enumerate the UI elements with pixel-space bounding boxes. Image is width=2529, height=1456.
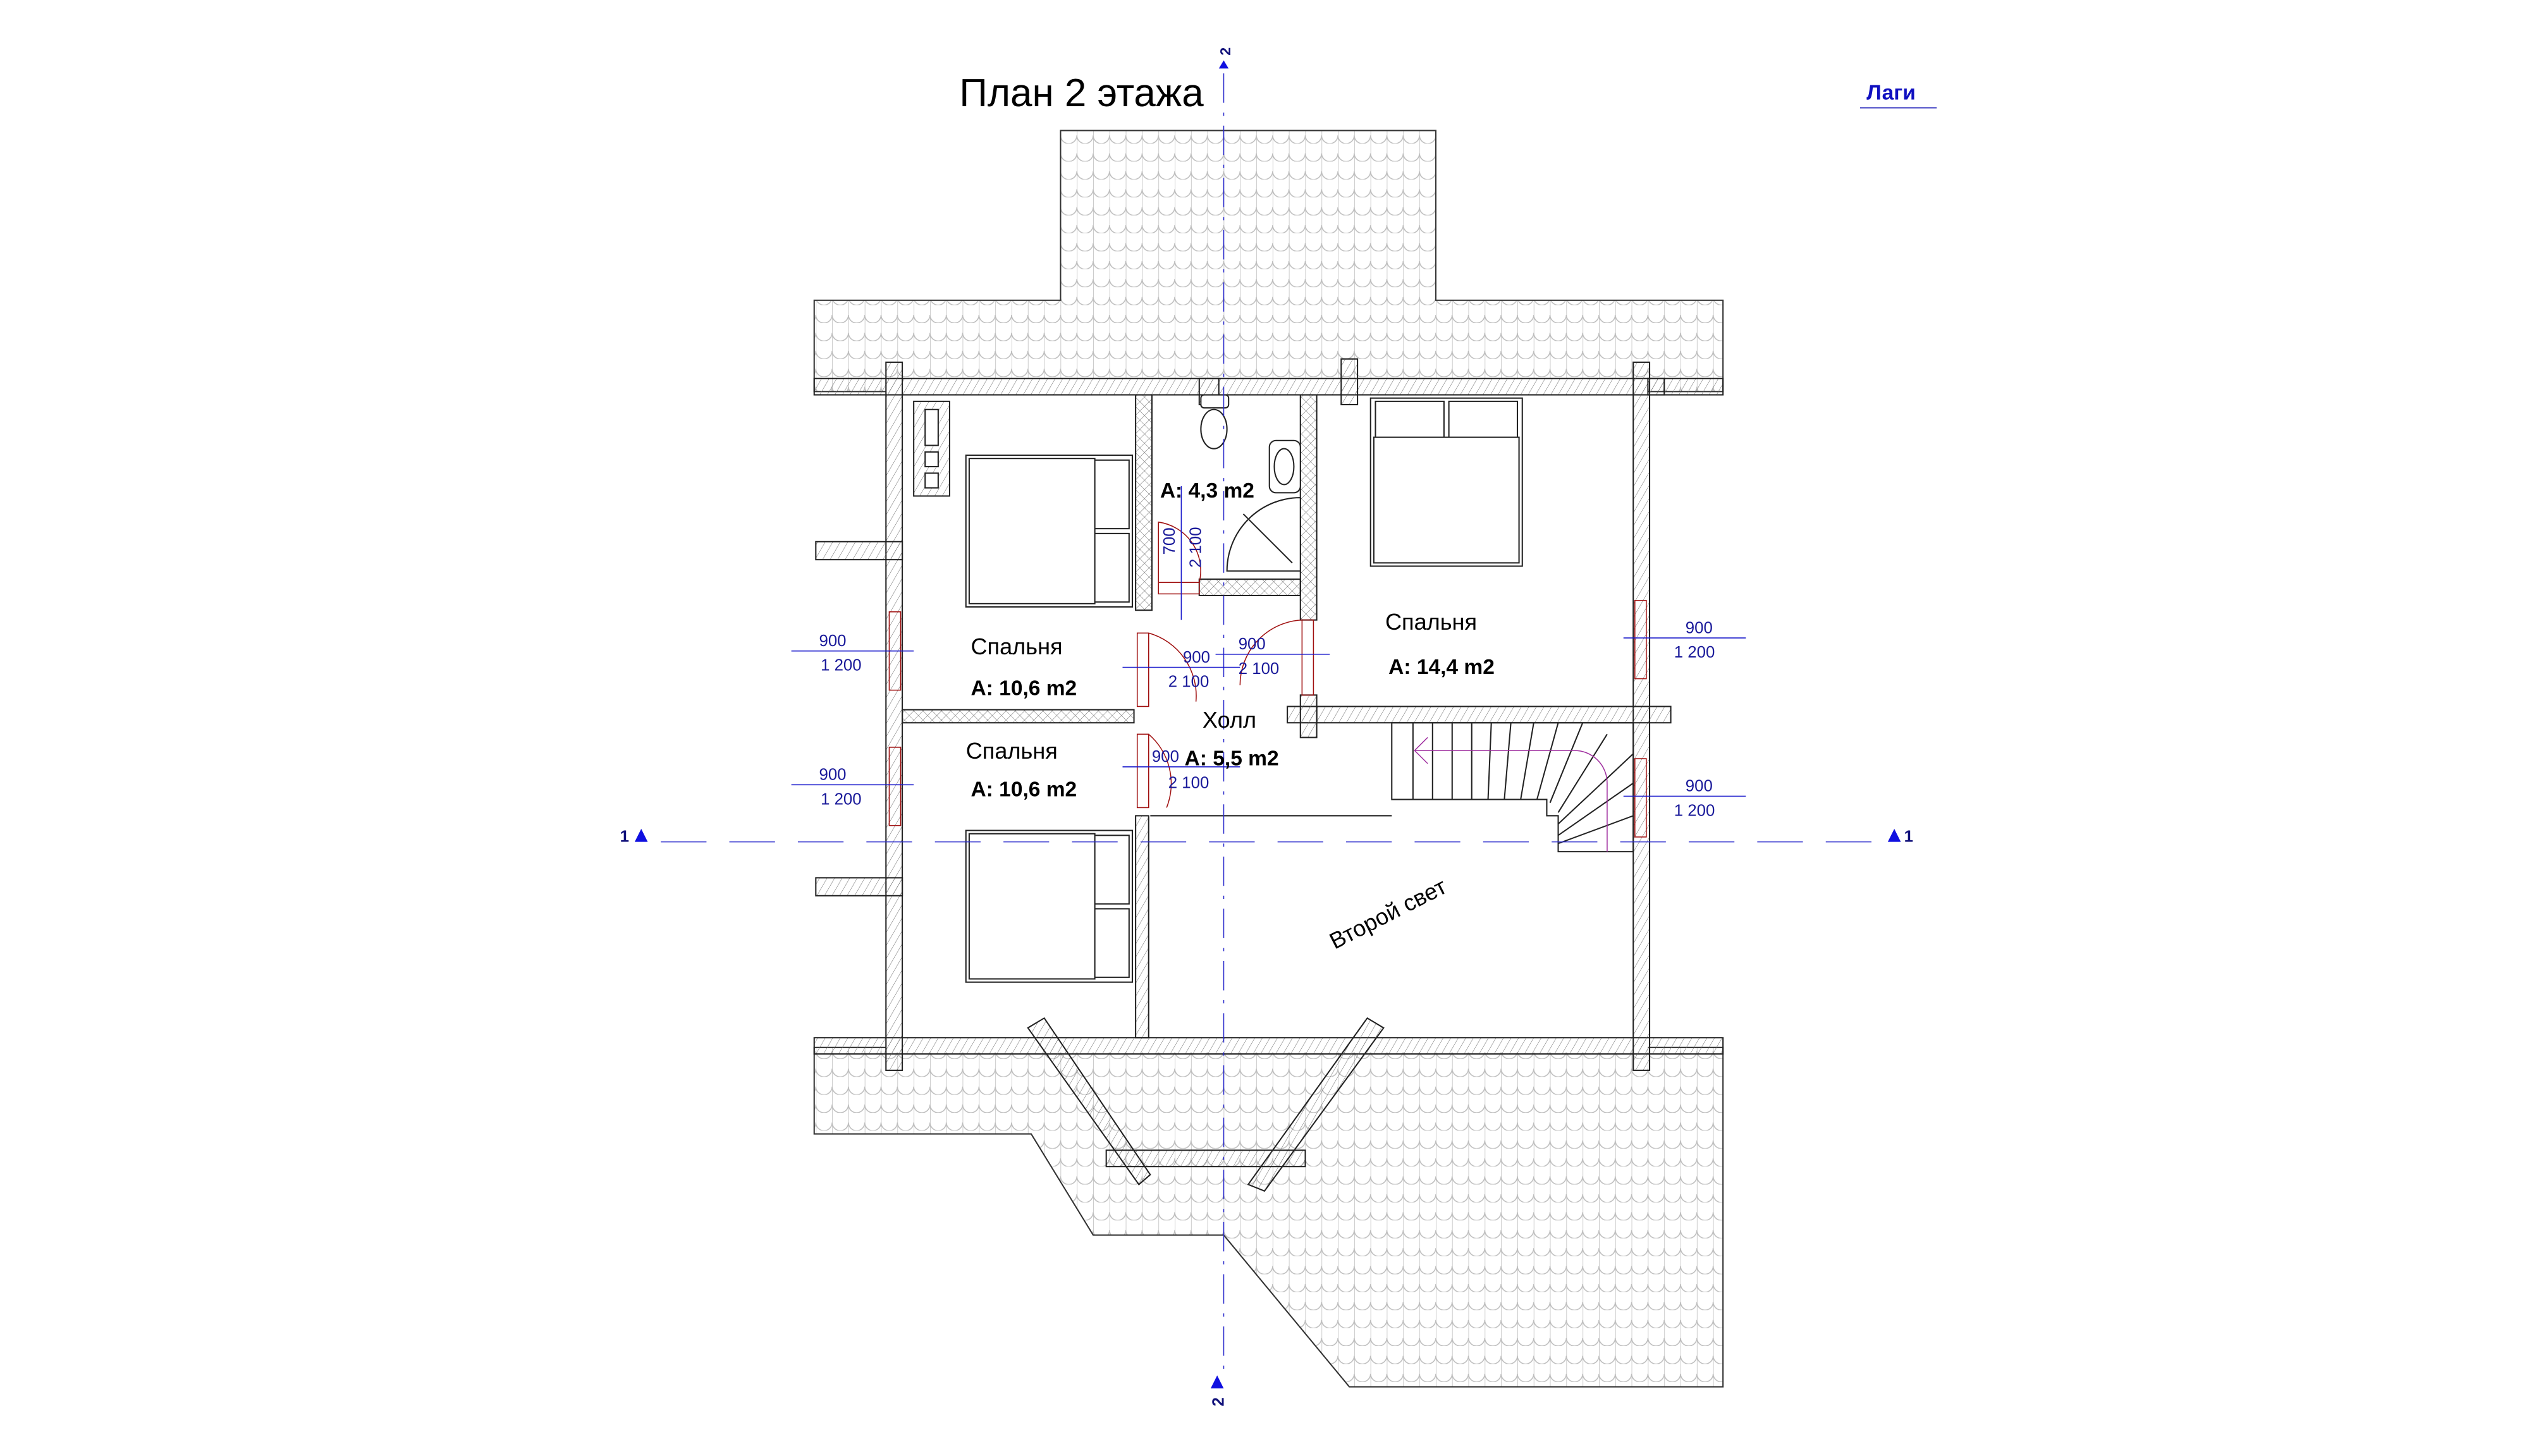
room-name-hall: Холл [1203, 707, 1256, 733]
svg-text:1: 1 [1904, 828, 1913, 846]
bed-right [1369, 397, 1523, 567]
toilet [1200, 394, 1230, 450]
section-marker-1-left: 1 [620, 828, 648, 846]
walls [813, 358, 1724, 1071]
room-area-bathroom: A: 4,3 m2 [1160, 479, 1254, 503]
door-1-width: 900 [1183, 649, 1210, 666]
chimney [913, 400, 950, 497]
shower [1226, 497, 1301, 572]
window-4-height: 1 200 [1674, 802, 1715, 819]
window-3-width: 900 [1686, 619, 1713, 637]
dimension-leaders [791, 486, 1746, 797]
legend-link-lagi[interactable]: Лаги [1866, 81, 1916, 104]
door-4-width: 700 [1161, 527, 1179, 554]
room-area-bedroom-3: A: 14,4 m2 [1388, 656, 1495, 679]
sink [1268, 439, 1301, 494]
staircase [1150, 722, 1634, 853]
section-marker-1-right: 1 [1887, 828, 1913, 846]
room-name-bedroom-3: Спальня [1385, 609, 1477, 635]
room-name-bedroom-1: Спальня [971, 633, 1062, 659]
porch-beams [1027, 1017, 1385, 1192]
svg-text:1: 1 [620, 828, 629, 846]
room-area-bedroom-1: A: 10,6 m2 [971, 676, 1077, 700]
window-4-width: 900 [1686, 778, 1713, 795]
door-4-height: 2 100 [1187, 527, 1204, 568]
plan-title: План 2 этажа [959, 71, 1204, 115]
window-3-height: 1 200 [1674, 644, 1715, 661]
door-2-height: 2 100 [1239, 660, 1280, 678]
room-area-hall: A: 5,5 m2 [1185, 747, 1279, 770]
bed-upper-left [965, 454, 1133, 608]
window-2-width: 900 [819, 766, 846, 784]
room-name-bedroom-2: Спальня [966, 738, 1058, 764]
door-1-height: 2 100 [1168, 673, 1209, 690]
section-marker-2-bottom: 2 [1209, 1375, 1227, 1407]
window-1-height: 1 200 [821, 657, 862, 675]
window-1-width: 900 [819, 632, 846, 650]
door-3-width: 900 [1152, 748, 1179, 766]
room-area-bedroom-2: A: 10,6 m2 [971, 778, 1077, 801]
roof-bottom [813, 1046, 1724, 1388]
axis-lines [661, 73, 1885, 1379]
roof-top [813, 130, 1724, 393]
door-2-width: 900 [1239, 635, 1266, 653]
svg-text:2: 2 [1217, 47, 1234, 56]
door-3-height: 2 100 [1168, 774, 1209, 792]
window-2-height: 1 200 [821, 790, 862, 808]
bed-lower-left [965, 829, 1133, 983]
section-marker-2-top: 2 [1217, 47, 1234, 69]
svg-text:2: 2 [1209, 1397, 1227, 1406]
doors [1136, 521, 1314, 809]
